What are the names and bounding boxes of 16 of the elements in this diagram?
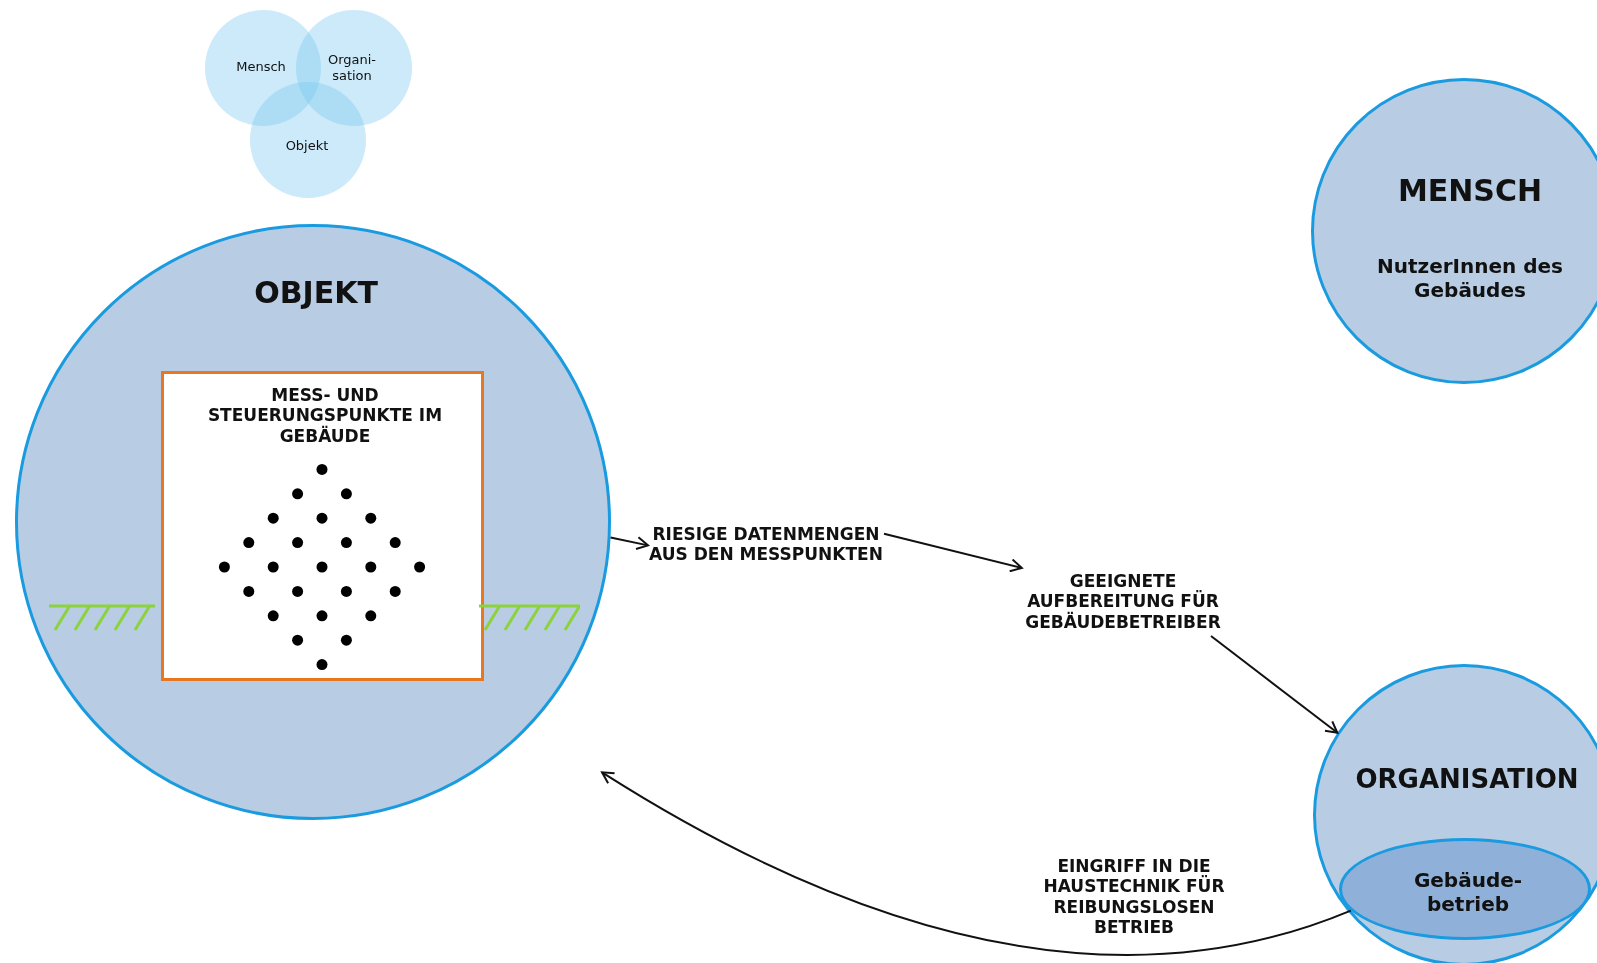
node-label: OBJEKT [253,275,379,311]
arrow [1210,635,1339,734]
node-label: ORGANISATION [1354,764,1580,796]
node-label: MESS- UND STEUERUNGSPUNKTE IM GEBÄUDE [206,385,444,447]
arrow [601,771,1352,956]
node-label: NutzerInnen des Gebäudes [1375,254,1565,302]
arrow [883,532,1023,573]
measurement-box [161,371,484,681]
flow-text: RIESIGE DATENMENGEN AUS DEN MESSPUNKTEN [648,523,884,565]
node-label: Gebäude-betrieb [1412,868,1524,916]
arrow [609,536,649,550]
node-label: Organi-sation [327,52,377,84]
flow-text: GEEIGNETE AUFBEREITUNG FÜR GEBÄUDEBETREIBER [1024,571,1222,633]
node-label: Mensch [235,59,287,75]
node-label: Objekt [284,138,330,154]
circle-heading: MENSCH [1396,173,1544,209]
